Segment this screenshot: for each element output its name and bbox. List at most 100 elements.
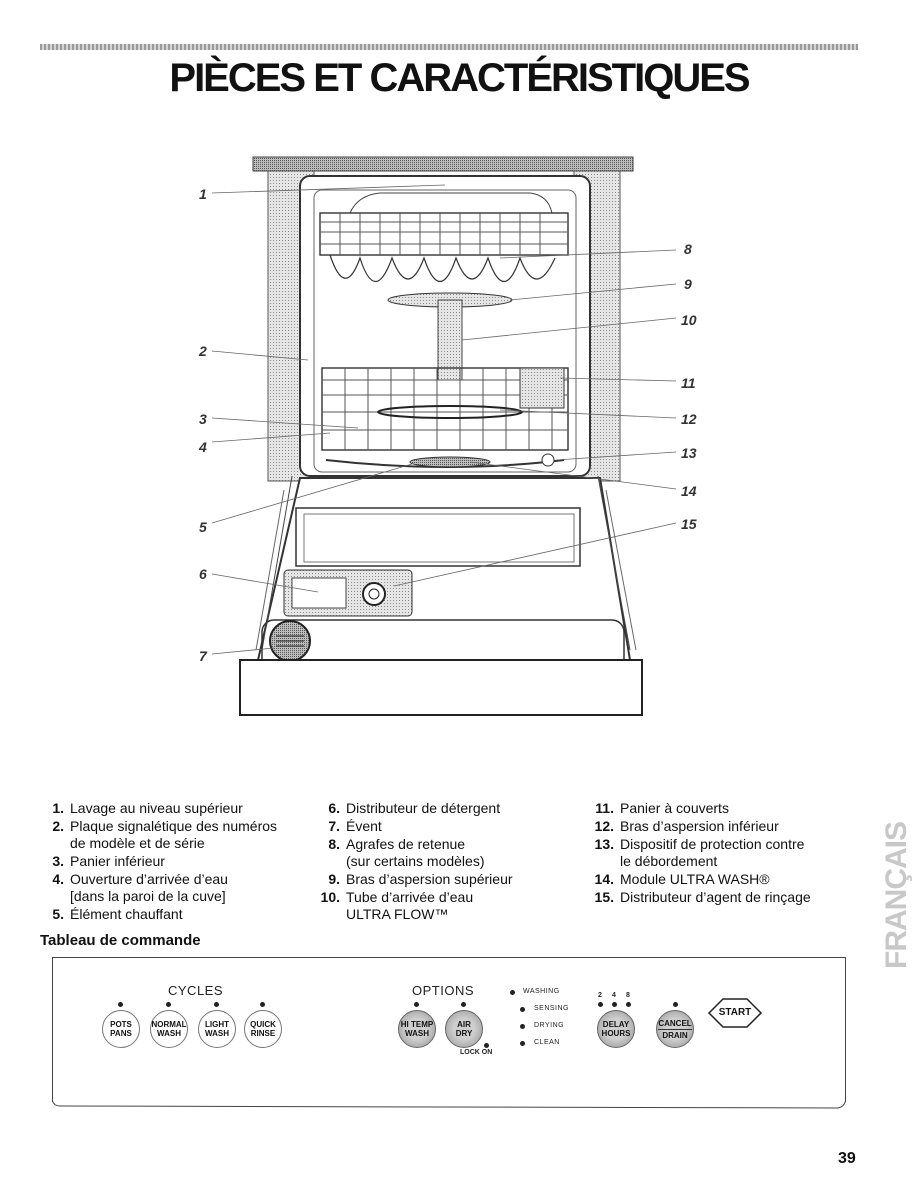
status-led	[520, 1007, 525, 1012]
hi-temp-wash-button[interactable]: HI TEMP WASH	[398, 1010, 436, 1048]
delay-led	[598, 1002, 603, 1007]
lock-on-label: LOCK ON	[460, 1049, 493, 1056]
list-item: 6. Distributeur de détergent	[316, 800, 566, 817]
page-title: PIÈCES ET CARACTÉRISTIQUES	[169, 56, 750, 100]
item-text: Plaque signalétique des numéros de modèl…	[70, 818, 278, 851]
item-number: 12.	[594, 818, 614, 834]
options-label: OPTIONS	[412, 983, 475, 998]
item-text: Lavage au niveau supérieur	[70, 800, 243, 816]
item-number: 9.	[328, 871, 340, 887]
list-item: 8. Agrafes de retenue (sur certains modèl…	[316, 836, 566, 870]
cancel-label: CANCEL	[658, 1018, 692, 1030]
delay-2-label: 2	[598, 992, 602, 999]
option-led	[461, 1002, 466, 1007]
parts-list-col2: 6. Distributeur de détergent 7. Évent 8. Ag…	[316, 800, 566, 924]
cycle-led	[166, 1002, 171, 1007]
pots-pans-button[interactable]: POTS PANS	[102, 1010, 140, 1048]
status-sensing: SENSING	[534, 1005, 570, 1012]
control-panel	[52, 957, 846, 1102]
cycle-led	[118, 1002, 123, 1007]
callout-4: 4	[199, 439, 207, 455]
delay-8-label: 8	[626, 992, 630, 999]
item-number: 10.	[320, 889, 340, 905]
normal-wash-button[interactable]: NORMAL WASH	[150, 1010, 188, 1048]
item-text: Tube d’arrivée d’eau ULTRA FLOW™	[346, 889, 474, 922]
callout-12: 12	[681, 411, 697, 427]
item-text: Distributeur de détergent	[346, 800, 501, 816]
callout-13: 13	[681, 445, 697, 461]
item-text: Panier inférieur	[70, 853, 165, 869]
callout-3: 3	[199, 411, 207, 427]
dishwasher-diagram	[211, 156, 677, 716]
list-item: 7. Évent	[316, 818, 566, 835]
item-number: 5.	[52, 906, 64, 922]
list-item: 11. Panier à couverts	[590, 800, 870, 817]
cycle-led	[260, 1002, 265, 1007]
item-text: Agrafes de retenue (sur certains modèles…	[346, 836, 485, 869]
parts-list-col3: 11. Panier à couverts 12.Bras d’aspersion…	[590, 800, 870, 907]
start-button[interactable]: START	[707, 997, 763, 1029]
item-number: 2.	[52, 818, 64, 834]
list-item: 10. Tube d’arrivée d’eau ULTRA FLOW™	[316, 889, 566, 923]
callout-2: 2	[199, 343, 207, 359]
item-number: 15.	[594, 889, 614, 905]
delay-hours-button[interactable]: DELAY HOURS	[597, 1010, 635, 1048]
callout-10: 10	[681, 312, 697, 328]
callout-8: 8	[684, 241, 692, 257]
cycle-led	[214, 1002, 219, 1007]
list-item: 14. Module ULTRA WASH®	[590, 871, 870, 888]
list-item: 2. Plaque signalétique des numéros de mod…	[40, 818, 300, 852]
page-number: 39	[838, 1150, 856, 1167]
drain-label: DRAIN	[662, 1030, 688, 1040]
callout-11: 11	[681, 375, 696, 391]
item-text: Ouverture d’arrivée d’eau [dans la paroi…	[70, 871, 228, 904]
list-item: 5. Élément chauffant	[40, 906, 300, 923]
item-text: Élément chauffant	[70, 906, 183, 922]
control-panel-bottom-edge	[52, 1101, 846, 1109]
item-text: Évent	[346, 818, 382, 834]
item-number: 8.	[328, 836, 340, 852]
parts-list-col1: 1.Lavage au niveau supérieur 2. Plaque si…	[40, 800, 300, 924]
light-wash-button[interactable]: LIGHT WASH	[198, 1010, 236, 1048]
item-number: 14.	[594, 871, 614, 887]
list-item: 12.Bras d’aspersion inférieur	[590, 818, 870, 835]
list-item: 3. Panier inférieur	[40, 853, 300, 870]
item-number: 11.	[595, 800, 614, 816]
cycles-label: CYCLES	[168, 983, 224, 998]
cancel-drain-button[interactable]: CANCEL DRAIN	[656, 1010, 694, 1048]
status-led	[520, 1024, 525, 1029]
list-item: 9.Bras d’aspersion supérieur	[316, 871, 566, 888]
item-number: 4.	[52, 871, 64, 887]
side-tab-francais: FRANÇAIS	[880, 822, 913, 970]
callout-1: 1	[199, 186, 207, 202]
item-number: 6.	[328, 800, 340, 816]
delay-4-label: 4	[612, 992, 616, 999]
start-diamond-icon	[707, 998, 763, 1028]
delay-led	[612, 1002, 617, 1007]
item-number: 13.	[594, 836, 614, 852]
status-washing: WASHING	[523, 988, 560, 995]
air-dry-button[interactable]: AIR DRY	[445, 1010, 483, 1048]
item-text: Dispositif de protection contre le débor…	[620, 836, 805, 869]
callout-14: 14	[681, 483, 697, 499]
callout-15: 15	[681, 516, 697, 532]
callout-9: 9	[684, 276, 692, 292]
list-item: 1.Lavage au niveau supérieur	[40, 800, 300, 817]
delay-led	[626, 1002, 631, 1007]
callout-5: 5	[199, 519, 207, 535]
item-text: Module ULTRA WASH®	[620, 871, 770, 887]
status-clean: CLEAN	[534, 1039, 560, 1046]
callout-7: 7	[199, 648, 207, 664]
item-text: Distributeur d’agent de rinçage	[620, 889, 811, 905]
list-item: 15. Distributeur d’agent de rinçage	[590, 889, 870, 906]
status-led	[510, 990, 515, 995]
item-number: 7.	[328, 818, 340, 834]
list-item: 13. Dispositif de protection contre le dé…	[590, 836, 870, 870]
status-led	[520, 1041, 525, 1046]
control-panel-heading: Tableau de commande	[40, 932, 201, 949]
quick-rinse-button[interactable]: QUICK RINSE	[244, 1010, 282, 1048]
list-item: 4. Ouverture d’arrivée d’eau [dans la par…	[40, 871, 300, 905]
item-number: 3.	[52, 853, 64, 869]
cancel-led	[673, 1002, 678, 1007]
item-text: Panier à couverts	[620, 800, 729, 816]
